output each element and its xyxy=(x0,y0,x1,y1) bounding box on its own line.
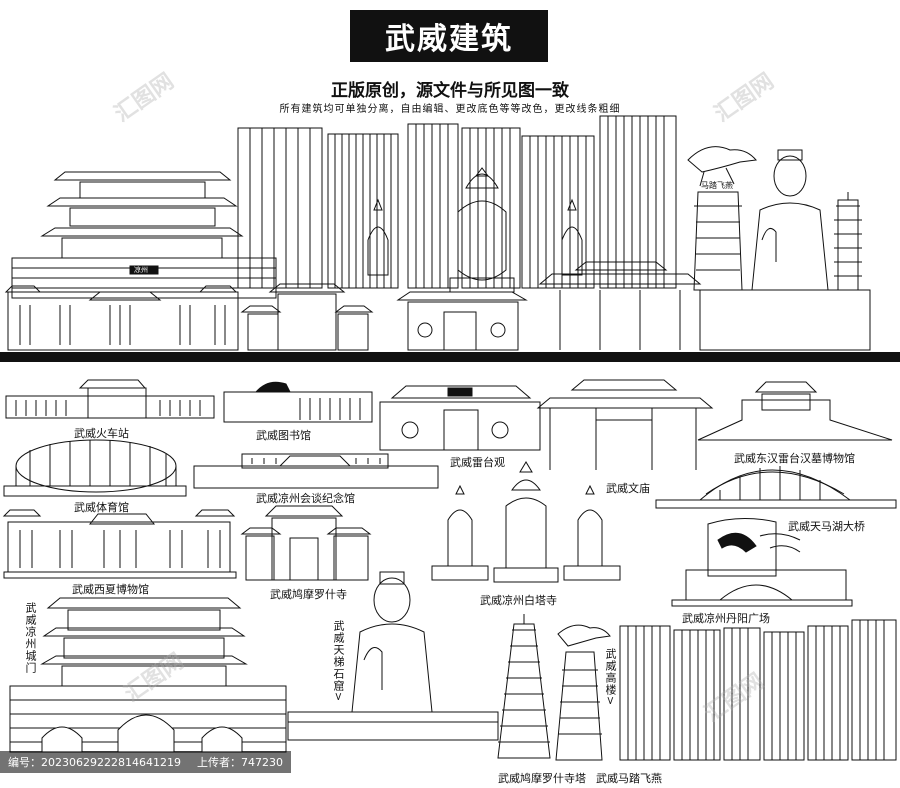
skyline-tall-pagoda xyxy=(834,192,862,291)
horse-plaque: 马踏飞燕 xyxy=(701,181,733,190)
leitai-drawing xyxy=(379,385,541,451)
label-city-gate: 武威凉州城门 xyxy=(24,602,37,674)
white-pagoda-drawing xyxy=(431,461,621,583)
label-leitai: 武威雷台观 xyxy=(450,456,505,469)
skyline-highrises xyxy=(237,115,677,289)
flying-horse-drawing xyxy=(555,624,611,761)
danyang-square-drawing xyxy=(671,517,853,607)
skyline-wenmiao-arch xyxy=(538,261,702,350)
label-museum-han: 武威东汉雷台汉墓博物馆 xyxy=(734,452,855,465)
label-kumarajiva-pagoda: 武威鸠摩罗什寺塔 xyxy=(498,772,586,785)
skyline-kumarajiva-gate xyxy=(240,283,374,351)
label-bridge: 武威天马湖大桥 xyxy=(788,520,865,533)
footer-uploader: 上传者：747230 xyxy=(196,756,283,769)
footer-id: 编号：20230629222814641219 xyxy=(8,756,181,769)
description-text: 所有建筑均可单独分离，自由编辑、更改底色等等改色，更改线条粗细 xyxy=(279,104,621,115)
label-library: 武威图书馆 xyxy=(256,429,311,442)
subtitle: 正版原创，源文件与所见图一致 xyxy=(331,81,569,101)
skyline xyxy=(0,115,900,362)
page-title: 武威建筑 xyxy=(350,10,548,62)
label-white-pagoda: 武威凉州白塔寺 xyxy=(480,594,557,607)
label-grotto: 武威天梯石窟> xyxy=(332,620,345,703)
gate-plaque: 凉州 xyxy=(134,266,148,274)
footer-bar: 编号：20230629222814641219 上传者：747230 xyxy=(0,751,291,773)
xixia-museum-drawing xyxy=(2,509,237,579)
label-xixia-museum: 武威西夏博物馆 xyxy=(72,583,149,596)
liangzhou-hall-drawing xyxy=(193,453,439,489)
city-gate-drawing xyxy=(9,597,287,753)
kumarajiva-pagoda-drawing xyxy=(497,614,551,759)
skyline-buddha xyxy=(751,149,829,291)
skyline-flying-horse xyxy=(687,146,757,291)
bridge-drawing xyxy=(655,466,897,509)
kumarajiva-temple-drawing xyxy=(240,505,372,581)
label-kumarajiva-temple: 武威鸠摩罗什寺 xyxy=(270,588,347,601)
gym-drawing xyxy=(3,439,187,497)
skyline-white-pagoda xyxy=(367,167,583,293)
train-station-drawing xyxy=(5,379,215,419)
skyline-museum xyxy=(4,285,239,351)
skyline-city-gate xyxy=(11,171,277,299)
label-flying-horse: 武威马踏飞燕 xyxy=(596,772,662,785)
skyline-leitai-gate xyxy=(396,291,528,351)
grotto-buddha-drawing xyxy=(287,571,499,741)
wenmiao-drawing xyxy=(536,379,714,470)
label-liangzhou-hall: 武威凉州会谈纪念馆 xyxy=(256,492,355,505)
label-danyang-square: 武威凉州丹阳广场 xyxy=(682,612,770,625)
label-highrise: 武威高楼> xyxy=(604,648,617,707)
label-gym: 武威体育馆 xyxy=(74,501,129,514)
library-drawing xyxy=(223,381,373,423)
highrise-drawing xyxy=(619,619,897,761)
label-wenmiao: 武威文庙 xyxy=(606,482,650,495)
museum-han-drawing xyxy=(697,381,893,441)
label-train-station: 武威火车站 xyxy=(74,427,129,440)
